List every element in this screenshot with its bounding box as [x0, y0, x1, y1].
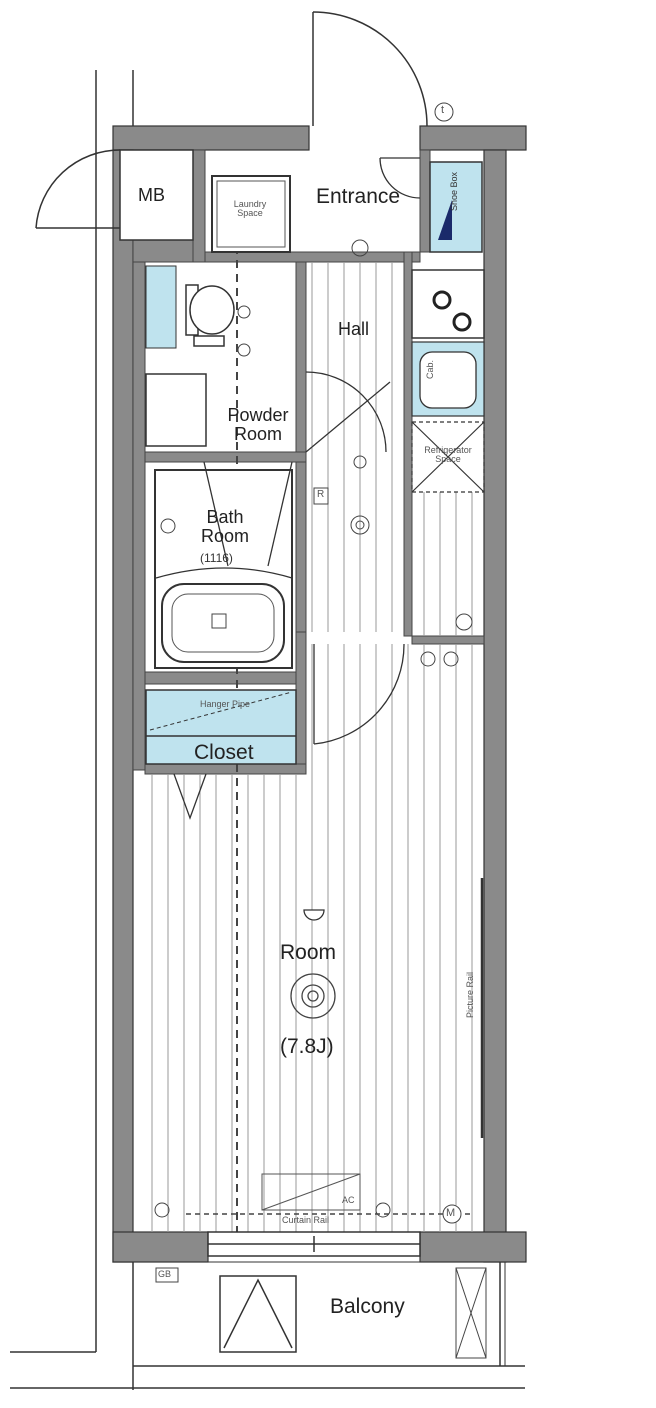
- powder-room-label: Powder Room: [227, 405, 289, 444]
- hall-label: Hall: [338, 319, 370, 339]
- partition-panel: [455, 1267, 487, 1359]
- picture-rail-label: Picture Rail: [465, 972, 475, 1019]
- evacuation-hatch: [219, 1275, 297, 1353]
- entrance-door: [312, 11, 428, 127]
- room-size-label: (7.8J): [280, 1035, 334, 1058]
- room-floor-right: [306, 644, 484, 774]
- hall-floor-right: [412, 492, 484, 636]
- shoe-box-mark: [438, 200, 452, 240]
- outer-walls: [112, 125, 527, 1263]
- room-floor: [145, 774, 484, 1232]
- receptacle-label: R: [317, 489, 325, 500]
- interior-walls: [132, 149, 485, 775]
- bath-size-label: (1116): [200, 551, 233, 565]
- terminal-label: t: [441, 104, 445, 116]
- meter-label: M: [446, 1207, 456, 1219]
- balcony-label: Balcony: [330, 1295, 405, 1318]
- closet-door-mark: [173, 773, 207, 820]
- bath-door: [203, 461, 293, 567]
- hall-floor: [306, 262, 404, 632]
- gb-label: GB: [158, 1269, 172, 1279]
- refrigerator-space: [411, 421, 485, 493]
- ac-unit: [261, 1173, 361, 1211]
- gb-box: [155, 1267, 179, 1283]
- hanger-pipe-label: Hanger Pipe: [200, 699, 251, 709]
- bath-room-label: Bath Room: [200, 507, 249, 546]
- laundry-space: [211, 175, 291, 253]
- room-pendant: [303, 909, 325, 921]
- powder-door: [305, 371, 391, 453]
- mb-label: MB: [138, 185, 165, 205]
- closet-label: Closet: [194, 741, 254, 764]
- bathtub: [161, 583, 285, 663]
- room-label: Room: [280, 941, 337, 964]
- closet: [145, 689, 297, 765]
- terminal-circle: [434, 102, 454, 122]
- meter-circle: [442, 1204, 462, 1224]
- powder-counter: [145, 373, 207, 447]
- shoe-box-label: Shoe Box: [449, 172, 459, 212]
- balcony-window: [207, 1231, 421, 1257]
- refrigerator-label: Refrigerator Space: [424, 445, 472, 465]
- laundry-label: Laundry Space: [233, 199, 267, 219]
- toilet-icon: [185, 284, 235, 347]
- mb-door: [35, 149, 194, 241]
- entrance-label: Entrance: [316, 185, 401, 208]
- balcony-area: [132, 1261, 506, 1367]
- cabinet-label: Cab.: [425, 360, 435, 380]
- curtain-rail-label: Curtain Rail: [282, 1215, 330, 1225]
- receptacle-box: [313, 487, 329, 505]
- room-ceiling-light: [290, 973, 336, 1019]
- entrance-inner-door: [379, 157, 421, 199]
- room-door: [313, 643, 405, 745]
- ac-label: AC: [342, 1195, 355, 1205]
- toilet-shelf: [145, 265, 177, 349]
- shoe-box: [429, 161, 483, 253]
